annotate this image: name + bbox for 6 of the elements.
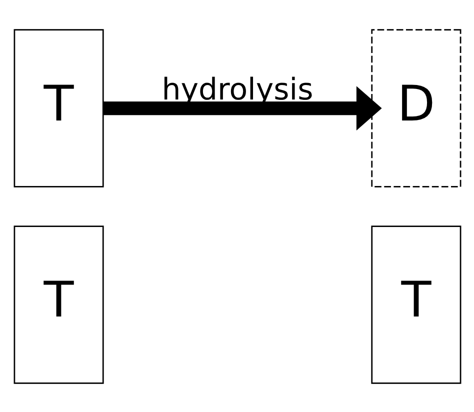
arrow — [102, 86, 382, 130]
node-box: T — [13, 225, 104, 384]
edge-label: hydrolysis — [161, 72, 313, 108]
node-box: T — [370, 225, 461, 384]
node-box: T — [13, 28, 104, 187]
node-box: D — [370, 28, 461, 187]
